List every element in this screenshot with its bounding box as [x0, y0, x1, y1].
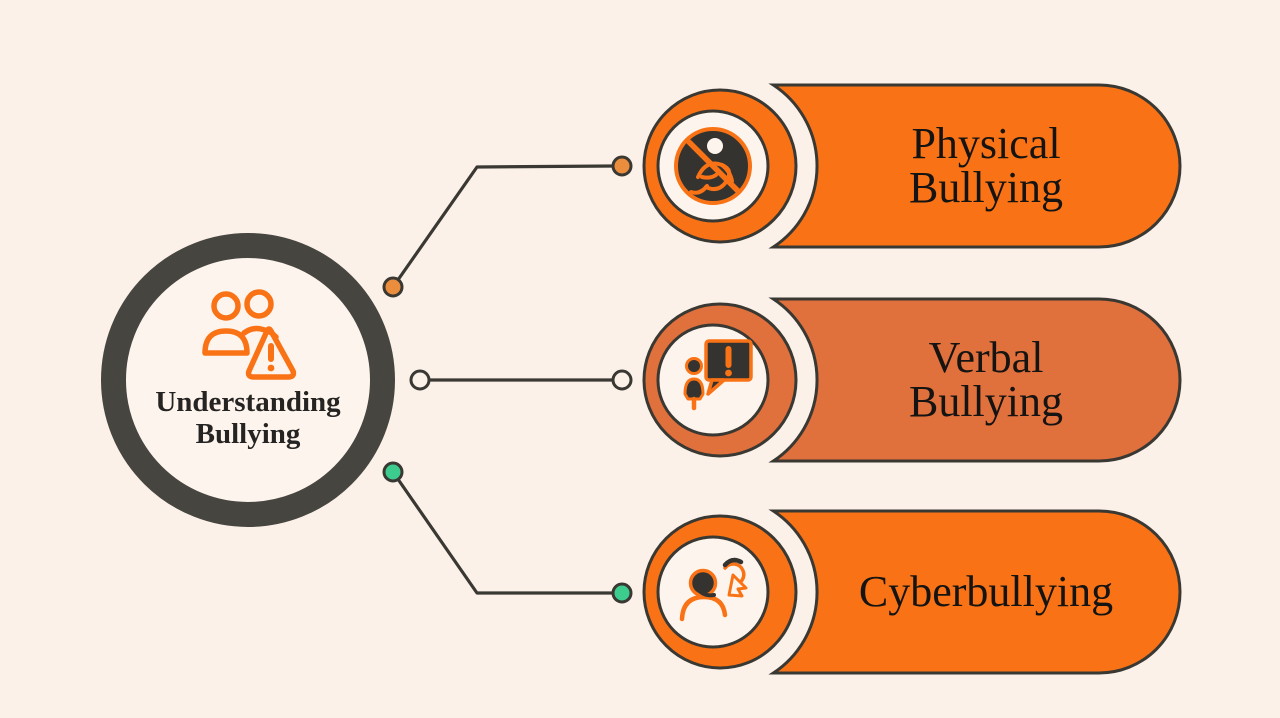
- cyberbullying-line1: Cyberbullying: [858, 567, 1114, 616]
- cyberbullying-cursor-icon: [679, 557, 748, 622]
- connector-dot-physical-end: [611, 155, 633, 177]
- central-topic-line2: Bullying: [195, 418, 301, 451]
- connector-dot-cyber-start: [382, 461, 404, 483]
- physical-bullying-shape: [642, 83, 1182, 249]
- physical-bullying-label: Physical Bullying: [800, 81, 1172, 251]
- physical-bullying-line1: Physical: [911, 119, 1061, 168]
- connector-dot-cyber-end: [611, 582, 633, 604]
- topic-item-verbal-bullying: Verbal Bullying: [610, 295, 1190, 465]
- topic-item-physical-bullying: Physical Bullying: [610, 81, 1190, 251]
- verbal-bullying-line2: Bullying: [908, 377, 1064, 426]
- connector-dot-verbal-start: [409, 369, 431, 391]
- cyberbullying-pill: [768, 509, 1182, 675]
- person-speech-warning-icon: [683, 339, 753, 411]
- physical-bullying-line2: Bullying: [908, 163, 1064, 212]
- connector-dot-physical-start: [382, 276, 404, 298]
- physical-bullying-pill: [768, 83, 1182, 249]
- no-violence-icon: [674, 127, 752, 205]
- central-topic-line1: Understanding: [155, 386, 341, 418]
- verbal-bullying-shape: [642, 297, 1182, 463]
- topic-item-cyberbullying: Cyberbullying: [610, 507, 1190, 677]
- verbal-bullying-label: Verbal Bullying: [800, 295, 1172, 465]
- connector-dot-verbal-end: [611, 369, 633, 391]
- central-topic-label: Understanding Bullying: [126, 386, 370, 451]
- connector-line-physical: [391, 164, 616, 289]
- cyberbullying-shape: [642, 509, 1182, 675]
- connector-line-cyber: [391, 470, 616, 595]
- cyberbullying-label: Cyberbullying: [800, 507, 1172, 677]
- verbal-bullying-line1: Verbal: [928, 333, 1044, 382]
- verbal-bullying-pill: [768, 297, 1182, 463]
- people-warning-icon: [202, 289, 297, 380]
